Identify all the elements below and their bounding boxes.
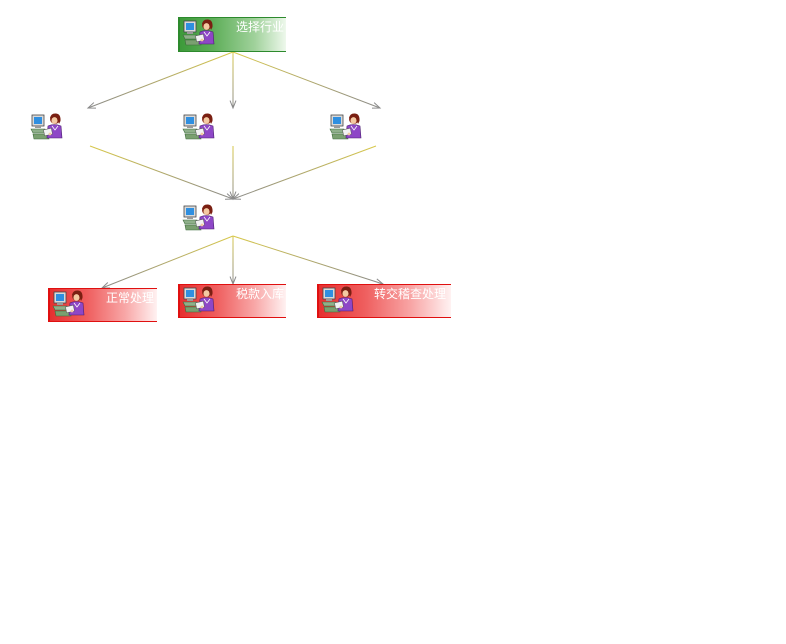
node-label: 正常处理 <box>106 291 155 305</box>
node-merge[interactable] <box>182 203 218 237</box>
computer-user-icon <box>52 289 86 319</box>
flow-edge <box>89 145 234 200</box>
node-tax-deposit[interactable]: 税款入库 <box>178 284 286 318</box>
flow-edge <box>87 51 234 109</box>
computer-user-icon <box>329 112 363 142</box>
computer-user-icon <box>182 203 216 233</box>
arrowhead <box>371 102 382 109</box>
node-transfer-inspection[interactable]: 转交稽查处理 <box>317 284 451 318</box>
node-label: 选择行业 <box>236 20 285 34</box>
node-label: 税款入库 <box>236 287 285 301</box>
arrowhead <box>231 193 242 200</box>
node-normal-process[interactable]: 正常处理 <box>48 288 157 322</box>
computer-user-icon <box>321 285 355 315</box>
computer-user-icon <box>30 112 64 142</box>
arrowhead <box>86 102 97 109</box>
flow-edge <box>232 145 377 200</box>
node-select-industry[interactable]: 选择行业 <box>178 17 286 52</box>
node-branch-left[interactable] <box>30 112 66 146</box>
computer-user-icon <box>182 112 216 142</box>
flow-edge <box>232 51 381 109</box>
arrowhead <box>229 100 237 110</box>
node-branch-right[interactable] <box>329 112 365 146</box>
computer-user-icon <box>182 285 216 315</box>
node-branch-middle[interactable] <box>182 112 218 146</box>
node-label: 转交稽查处理 <box>374 287 447 301</box>
flow-edge <box>101 235 234 289</box>
flow-edge <box>232 235 384 285</box>
computer-user-icon <box>182 18 216 48</box>
